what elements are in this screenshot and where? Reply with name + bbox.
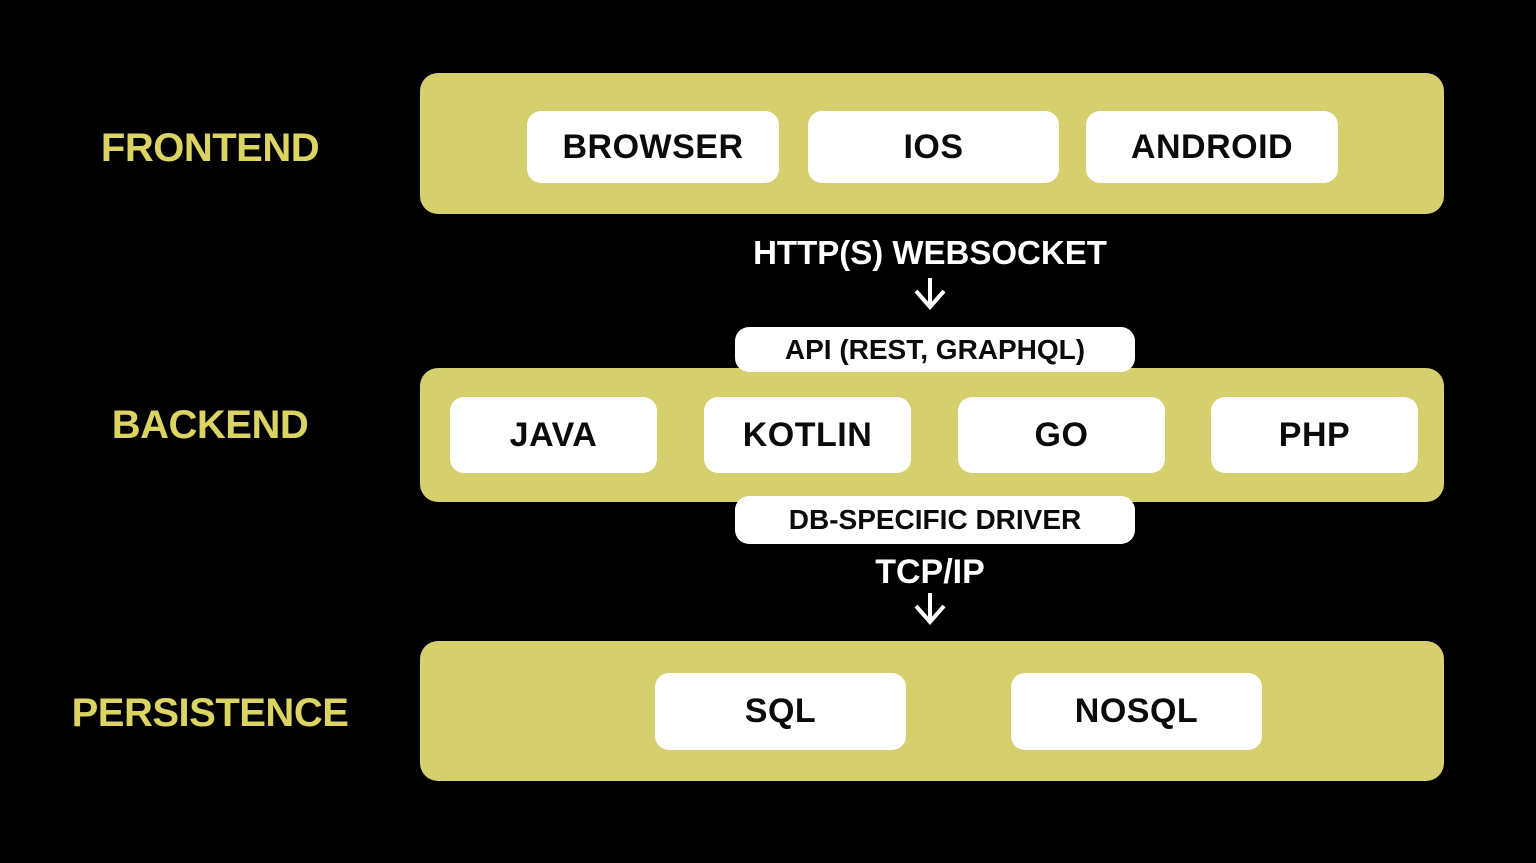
- layer-label-frontend: FRONTEND: [100, 126, 320, 170]
- backend-box-kotlin: KOTLIN: [704, 397, 911, 473]
- down-arrow-icon: [912, 592, 948, 626]
- frontend-band: BROWSER IOS ANDROID: [420, 73, 1444, 214]
- persistence-band: SQL NOSQL: [420, 641, 1444, 781]
- down-arrow-icon: [912, 277, 948, 311]
- backend-band: JAVA KOTLIN GO PHP: [420, 368, 1444, 502]
- frontend-box-ios: IOS: [808, 111, 1059, 183]
- protocol-label-http-websocket: HTTP(S) WEBSOCKET: [753, 234, 1107, 271]
- persistence-box-nosql: NOSQL: [1011, 673, 1262, 750]
- protocol-label-tcp-ip: TCP/IP: [875, 553, 985, 591]
- layer-label-persistence: PERSISTENCE: [71, 691, 349, 735]
- frontend-box-android: ANDROID: [1086, 111, 1338, 183]
- persistence-box-sql: SQL: [655, 673, 906, 750]
- db-driver-interface-box: DB-SPECIFIC DRIVER: [735, 496, 1135, 544]
- backend-box-php: PHP: [1211, 397, 1418, 473]
- layer-label-backend: BACKEND: [111, 403, 309, 447]
- frontend-box-browser: BROWSER: [527, 111, 779, 183]
- api-interface-box: API (REST, GRAPHQL): [735, 327, 1135, 372]
- backend-box-go: GO: [958, 397, 1165, 473]
- backend-box-java: JAVA: [450, 397, 657, 473]
